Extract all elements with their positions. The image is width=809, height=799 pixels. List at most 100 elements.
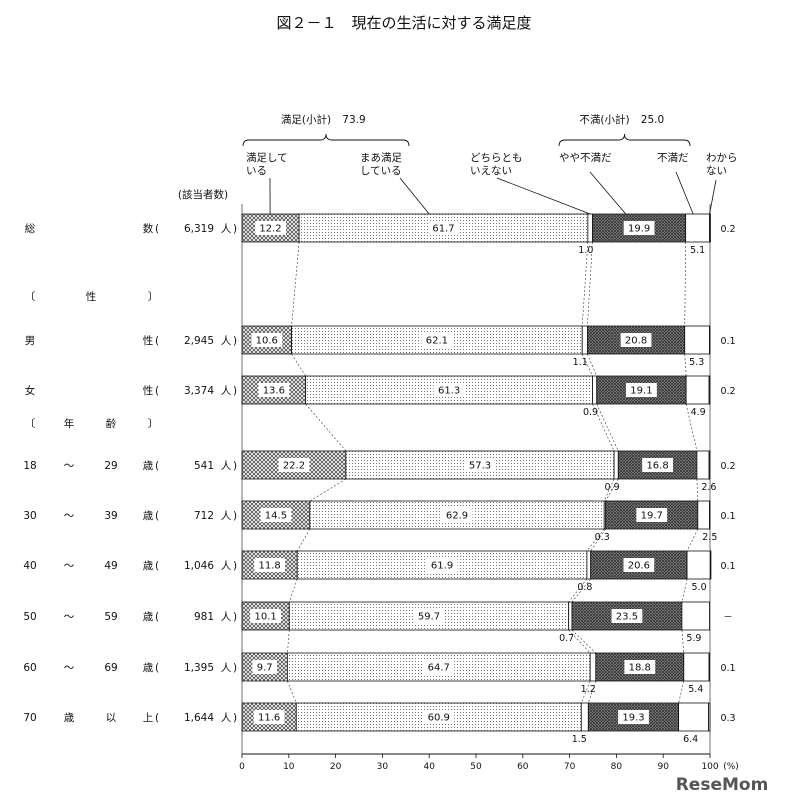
row-unit: 人 xyxy=(221,662,232,674)
dissatisfied-group-value: 25.0 xyxy=(641,114,664,126)
label-satisfied-box xyxy=(278,458,310,472)
connector-line xyxy=(291,241,300,327)
label-dissatisfied: 5.0 xyxy=(692,582,707,593)
connector-line xyxy=(605,478,619,502)
row-paren: ( xyxy=(155,712,159,724)
row-name-char: 総 xyxy=(25,222,36,235)
row-name-char: ～ xyxy=(64,560,75,572)
row-paren: ( xyxy=(155,385,159,397)
legend-label: 満足して xyxy=(246,152,288,164)
row-unit: 人 xyxy=(221,611,232,623)
chart-title: 図２－１ 現在の生活に対する満足度 xyxy=(276,14,531,32)
x-unit: (%) xyxy=(723,762,739,772)
connector-line xyxy=(587,353,598,377)
label-somewhat-satisfied-box xyxy=(413,609,445,623)
row-paren: ( xyxy=(155,460,159,472)
row-name-char: ～ xyxy=(64,611,75,623)
bar-segment xyxy=(678,702,709,732)
row-unit: 人 xyxy=(221,335,232,347)
label-satisfied: 12.2 xyxy=(255,221,286,235)
label-somewhat-satisfied-box xyxy=(433,383,465,397)
row-name-char: 30 xyxy=(23,510,36,522)
connector-line xyxy=(678,680,685,704)
connector-line xyxy=(685,403,698,452)
legend-leader-line xyxy=(589,171,627,215)
connector-line xyxy=(686,528,699,552)
label-somewhat-satisfied-box xyxy=(423,710,455,724)
row-paren: ) xyxy=(233,385,237,397)
label-neutral: 1.5 xyxy=(572,734,587,745)
label-somewhat-dissatisfied: 18.8 xyxy=(624,660,656,674)
row-name-char: ～ xyxy=(64,510,75,522)
connector-line xyxy=(581,353,593,377)
row-name-char: 39 xyxy=(104,510,117,522)
connector-line xyxy=(596,403,619,452)
satisfied-group: 満足(小計)73.9 xyxy=(242,113,410,147)
watermark: ReseMom xyxy=(676,775,769,795)
label-somewhat-satisfied-text: 64.7 xyxy=(428,663,450,674)
label-somewhat-satisfied: 62.1 xyxy=(421,333,453,347)
bar-segment xyxy=(697,500,710,530)
label-somewhat-satisfied-box xyxy=(421,333,453,347)
connector-line xyxy=(603,478,615,502)
label-dontknow: 0.1 xyxy=(720,561,735,572)
bar-segment xyxy=(685,375,710,405)
label-somewhat-dissatisfied-text: 16.8 xyxy=(646,461,668,472)
label-somewhat-satisfied-box xyxy=(426,558,458,572)
bar-segment xyxy=(589,652,597,682)
label-dissatisfied: 5.4 xyxy=(688,684,703,695)
x-tick-label: 50 xyxy=(470,762,482,772)
row-name-char: 歳 xyxy=(143,662,154,674)
label-somewhat-dissatisfied-box xyxy=(623,221,655,235)
row-name-char: 69 xyxy=(104,662,117,674)
label-somewhat-dissatisfied: 20.8 xyxy=(620,333,652,347)
legend-label: やや不満だ xyxy=(559,152,612,164)
label-somewhat-satisfied-box xyxy=(441,508,473,522)
row-unit: 人 xyxy=(221,712,232,724)
row-count: 981 xyxy=(194,611,214,623)
row-name-char: ～ xyxy=(64,662,75,674)
connector-line xyxy=(681,578,688,603)
label-somewhat-satisfied: 61.9 xyxy=(426,558,458,572)
bar-segment xyxy=(683,652,710,682)
row-unit: 人 xyxy=(221,385,232,397)
label-satisfied-box xyxy=(250,609,282,623)
label-somewhat-dissatisfied-box xyxy=(624,660,656,674)
row-paren: ) xyxy=(233,223,237,235)
row-name-char: 50 xyxy=(23,611,36,623)
bar-segment xyxy=(587,213,593,243)
label-satisfied: 9.7 xyxy=(252,660,277,674)
connector-line xyxy=(568,578,588,603)
label-somewhat-satisfied-text: 57.3 xyxy=(469,461,491,472)
row-unit: 人 xyxy=(221,223,232,235)
count-header: (該当者数) xyxy=(178,188,228,201)
x-tick-label: 0 xyxy=(239,762,245,772)
bar-segment xyxy=(592,375,598,405)
label-somewhat-dissatisfied: 20.6 xyxy=(623,558,655,572)
label-somewhat-satisfied-text: 62.9 xyxy=(446,511,468,522)
row-paren: ( xyxy=(155,223,159,235)
row-name-char: 歳 xyxy=(143,510,154,522)
section-label-char: 〕 xyxy=(148,417,159,430)
legend-label: わから xyxy=(706,152,738,164)
legend-leader-line xyxy=(399,177,430,215)
label-somewhat-satisfied-box xyxy=(464,458,496,472)
label-satisfied-text: 22.2 xyxy=(283,461,305,472)
label-somewhat-satisfied: 62.9 xyxy=(441,508,473,522)
section-label-char: 性 xyxy=(86,290,97,303)
bar-segment xyxy=(696,450,710,480)
label-satisfied-box xyxy=(251,333,283,347)
row-count: 541 xyxy=(194,460,214,472)
label-somewhat-satisfied: 61.7 xyxy=(428,221,459,235)
row-name-char: 60 xyxy=(23,662,36,674)
label-neutral: 1.0 xyxy=(578,245,593,256)
section-label-char: 〔 xyxy=(25,417,36,430)
label-somewhat-satisfied-box xyxy=(423,660,455,674)
dissatisfied-group: 不満(小計)25.0 xyxy=(558,113,691,147)
label-somewhat-satisfied-text: 60.9 xyxy=(428,713,450,724)
label-somewhat-satisfied: 57.3 xyxy=(464,458,496,472)
x-tick-label: 80 xyxy=(611,762,623,772)
